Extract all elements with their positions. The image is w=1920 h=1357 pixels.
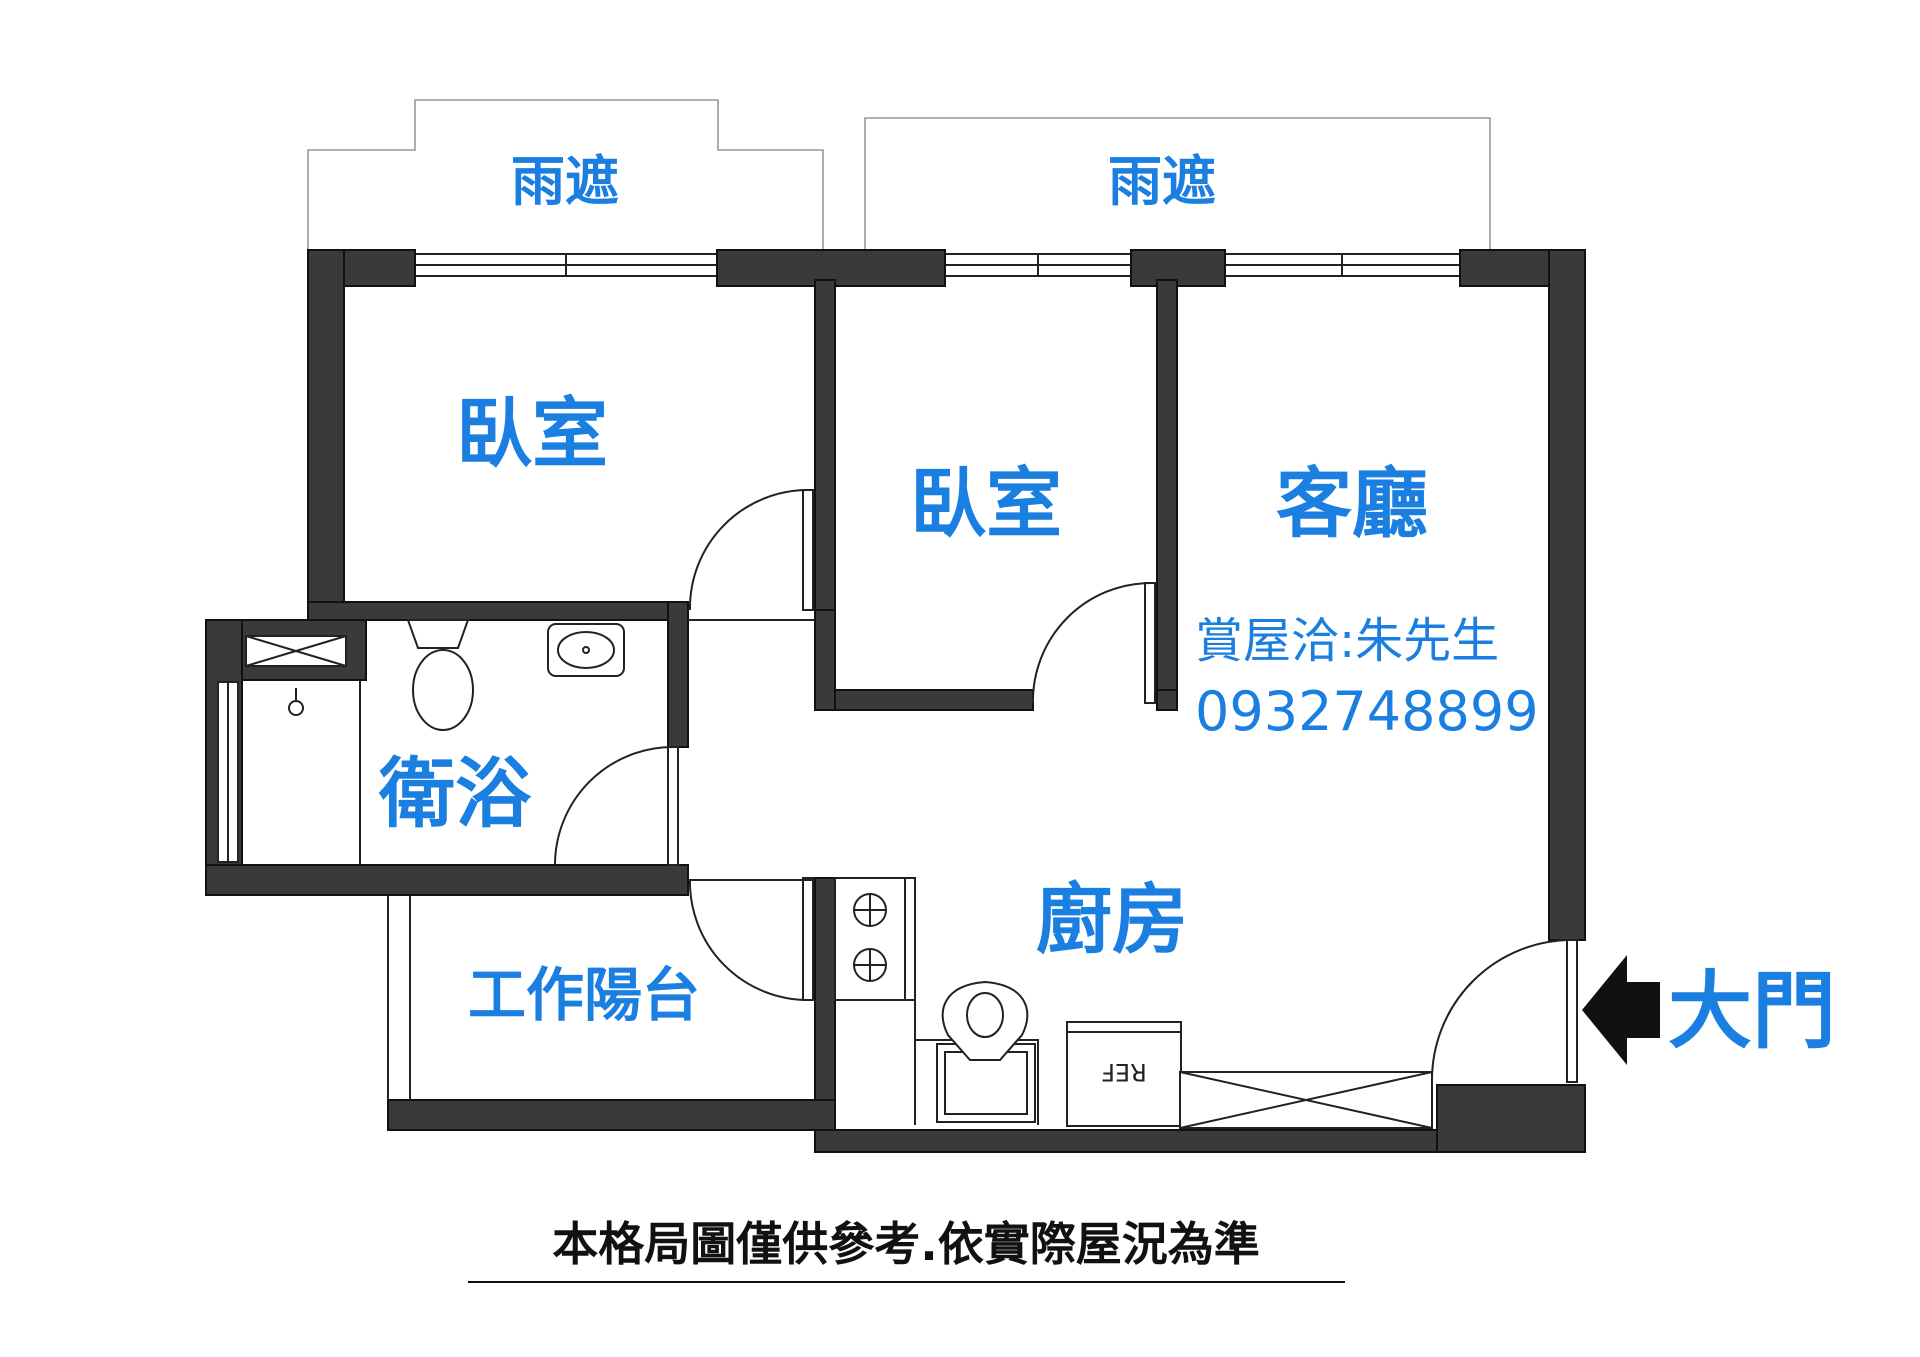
laundry-sink <box>245 635 347 667</box>
stove-icon <box>834 877 916 1001</box>
canopy-right-outline <box>864 117 1491 250</box>
door-bathroom <box>554 746 679 866</box>
balcony-label: 工作陽台 <box>468 961 700 1029</box>
canopy-label-right: 雨遮 <box>1108 150 1216 213</box>
bathroom-label: 衛浴 <box>378 749 532 838</box>
door-left-bedroom <box>688 489 815 621</box>
canopy-label-left: 雨遮 <box>511 150 619 213</box>
door-main-entrance <box>1431 939 1578 1083</box>
bedroom-middle-label: 臥室 <box>910 459 1062 548</box>
canopy-left-outline <box>307 99 824 250</box>
kitchen-label: 廚房 <box>1036 875 1188 964</box>
cabinet-icon <box>1179 1071 1433 1129</box>
faucet-icon <box>288 688 304 716</box>
window-top-left <box>414 253 718 277</box>
arrow-left-icon <box>1582 955 1660 1065</box>
side-window <box>217 681 239 863</box>
living-room-label: 客廳 <box>1276 459 1428 548</box>
balcony-outline <box>387 895 411 1100</box>
person-icon <box>941 980 1029 1061</box>
bedroom-left-label: 臥室 <box>456 389 608 478</box>
agent-contact: 賞屋洽:朱先生 <box>1195 613 1499 669</box>
bathroom-sink-icon <box>547 623 625 677</box>
main-door-label: 大門 <box>1668 962 1836 1060</box>
agent-phone: 0932748899 <box>1195 680 1539 743</box>
door-balcony <box>688 877 815 1001</box>
door-middle-bedroom <box>1031 582 1156 704</box>
walls <box>205 249 1586 1153</box>
window-top-right <box>1224 253 1461 277</box>
refrigerator-icon: REF <box>1066 1021 1182 1127</box>
fridge-label: REF <box>1101 1058 1147 1086</box>
window-top-middle <box>944 253 1132 277</box>
toilet-icon <box>406 619 474 731</box>
disclaimer-caption: 本格局圖僅供參考.依實際屋況為準 <box>552 1217 1259 1271</box>
